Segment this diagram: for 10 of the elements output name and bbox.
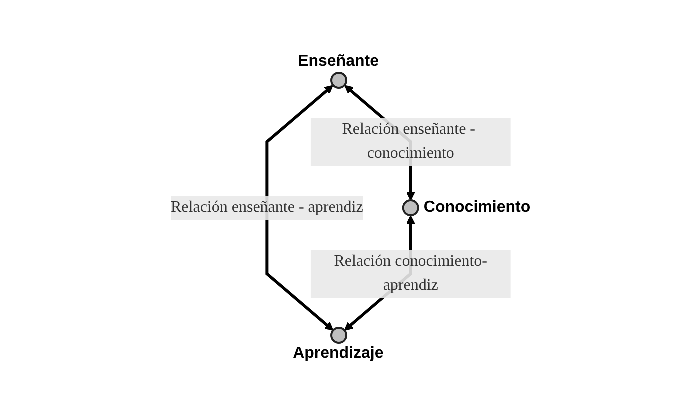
circle-node xyxy=(402,199,419,216)
edge-label: Relación conocimiento-aprendiz xyxy=(334,252,488,294)
edge-label: Relación enseñante - aprendiz xyxy=(170,198,363,216)
arrow xyxy=(265,84,334,331)
circle-node xyxy=(330,72,348,88)
node-caption: Conocimiento xyxy=(424,198,531,216)
node-caption: Enseñante xyxy=(298,52,379,70)
node-caption: Aprendizaje xyxy=(293,344,384,362)
circle-node xyxy=(330,326,348,344)
edge-label: Relación enseñante - conocimiento xyxy=(342,120,476,162)
